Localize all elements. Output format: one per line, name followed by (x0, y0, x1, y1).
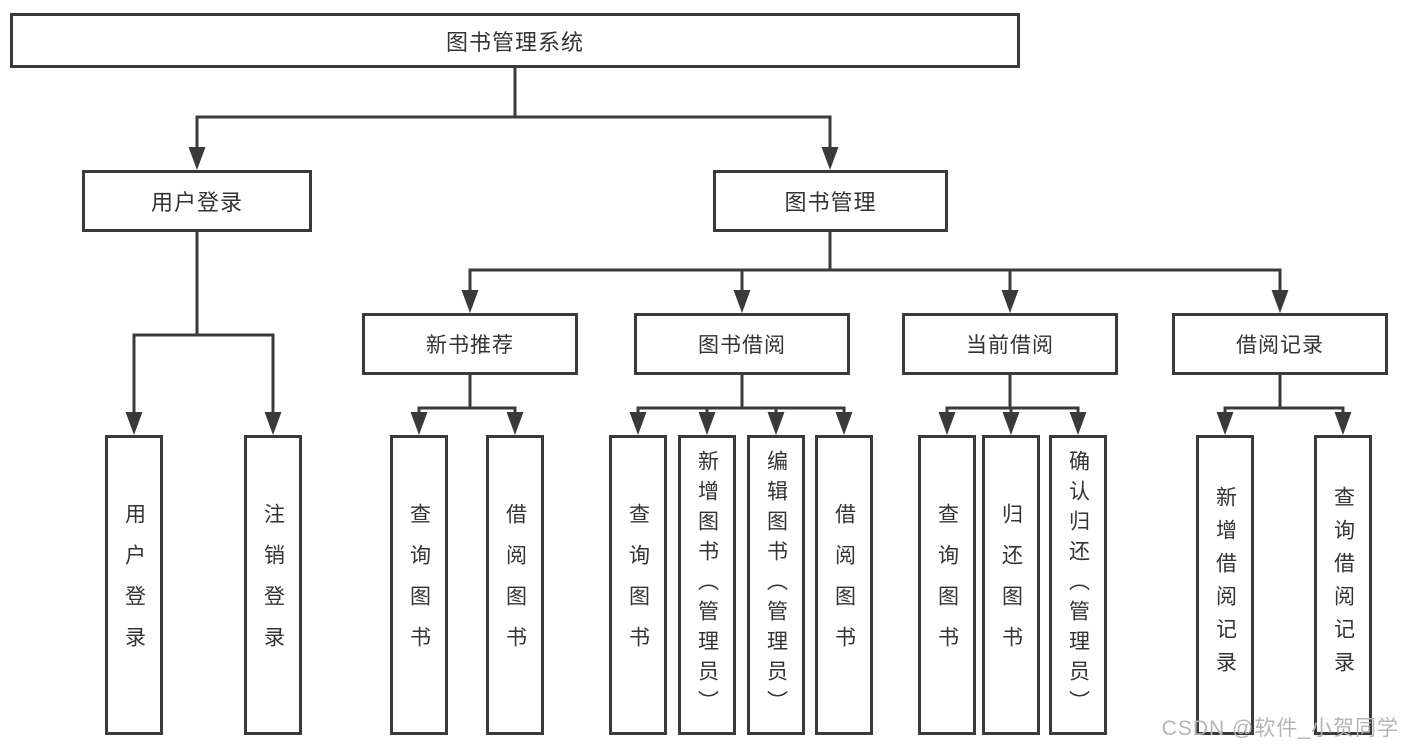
leaf-user-login-label: 用户登录 (122, 503, 146, 667)
node-book-management-label: 图书管理 (784, 190, 877, 215)
leaf-return-books-label: 归还图书 (999, 503, 1023, 667)
node-library-system-label: 图书管理系统 (445, 29, 584, 55)
node-new-book-recommendation-label: 新书推荐 (426, 334, 514, 357)
leaf-query-borrow-record-label: 查询借阅记录 (1331, 486, 1355, 684)
leaf-query-books-borrowing: 查询图书 (609, 435, 667, 735)
node-book-borrowing: 图书借阅 (634, 313, 850, 375)
node-book-borrowing-label: 图书借阅 (698, 334, 786, 357)
node-borrowing-records: 借阅记录 (1172, 313, 1388, 375)
node-user-login: 用户登录 (82, 170, 312, 232)
leaf-borrow-books-borrowing: 借阅图书 (815, 435, 873, 735)
node-book-management: 图书管理 (713, 170, 948, 232)
leaf-borrow-books-recommend: 借阅图书 (486, 435, 544, 735)
node-current-borrowing: 当前借阅 (902, 313, 1118, 375)
node-current-borrowing-label: 当前借阅 (966, 334, 1054, 357)
leaf-logout-label: 注销登录 (261, 503, 285, 667)
leaf-user-login: 用户登录 (105, 435, 163, 735)
csdn-watermark: CSDN @软件_小贺同学 (1161, 717, 1399, 740)
leaf-logout: 注销登录 (244, 435, 302, 735)
leaf-query-books-recommend-label: 查询图书 (407, 503, 431, 667)
leaf-query-books-recommend: 查询图书 (390, 435, 448, 735)
leaf-borrow-books-borrowing-label: 借阅图书 (832, 503, 856, 667)
leaf-add-borrow-record-label: 新增借阅记录 (1213, 486, 1237, 684)
node-borrowing-records-label: 借阅记录 (1236, 334, 1324, 357)
leaf-query-books-current-label: 查询图书 (935, 503, 959, 667)
leaf-borrow-books-recommend-label: 借阅图书 (503, 503, 527, 667)
leaf-return-books: 归还图书 (982, 435, 1040, 735)
node-user-login-label: 用户登录 (150, 190, 243, 215)
leaf-confirm-return-admin: 确认归还（管理员） (1049, 435, 1107, 735)
leaf-add-borrow-record: 新增借阅记录 (1196, 435, 1254, 735)
leaf-edit-book-admin-label: 编辑图书（管理员） (764, 450, 788, 720)
leaf-edit-book-admin: 编辑图书（管理员） (747, 435, 805, 735)
leaf-query-books-current: 查询图书 (918, 435, 976, 735)
node-library-system: 图书管理系统 (10, 13, 1020, 68)
leaf-confirm-return-admin-label: 确认归还（管理员） (1066, 450, 1090, 720)
leaf-query-books-borrowing-label: 查询图书 (626, 503, 650, 667)
leaf-query-borrow-record: 查询借阅记录 (1314, 435, 1372, 735)
node-new-book-recommendation: 新书推荐 (362, 313, 578, 375)
leaf-add-book-admin: 新增图书（管理员） (678, 435, 736, 735)
leaf-add-book-admin-label: 新增图书（管理员） (695, 450, 719, 720)
